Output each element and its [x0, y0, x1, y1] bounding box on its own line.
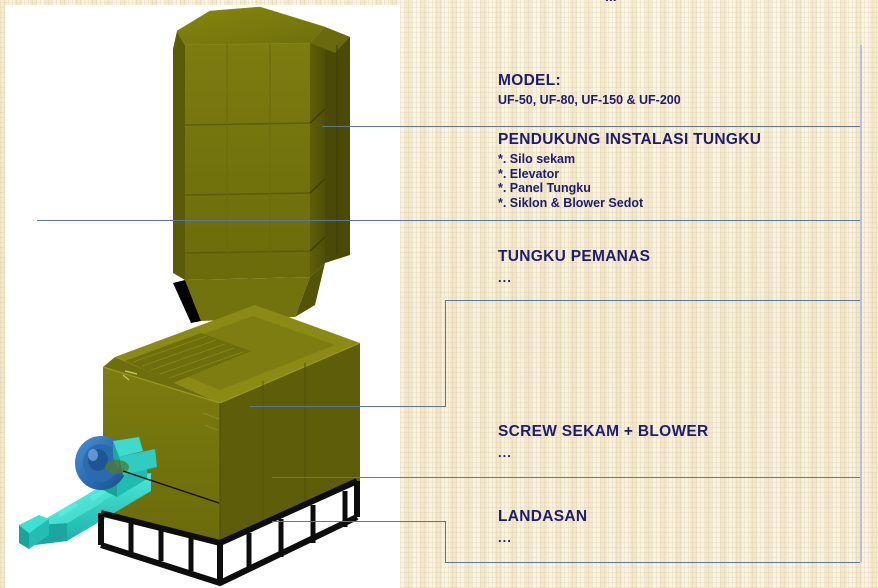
screw-conveyor-and-blower: [19, 436, 157, 549]
section-screw-sekam-blower-title: SCREW SEKAM + BLOWER: [498, 423, 709, 440]
section-model: MODEL: UF-50, UF-80, UF-150 & UF-200: [498, 72, 681, 108]
leader-tungku-pemanas: [37, 220, 860, 221]
section-pendukung-title: PENDUKUNG INSTALASI TUNGKU: [498, 131, 762, 148]
leader-screw-sekam-top: [445, 300, 860, 301]
section-pendukung: PENDUKUNG INSTALASI TUNGKU *. Silo sekam…: [498, 131, 761, 210]
furnace-body: [102, 305, 361, 545]
section-tungku-pemanas-title: TUNGKU PEMANAS: [498, 248, 651, 265]
drawing-canvas: [5, 5, 400, 588]
section-landasan-title: LANDASAN: [498, 508, 588, 525]
section-landasan: LANDASAN ...: [498, 508, 588, 545]
label-panel: ... MODEL: UF-50, UF-80, UF-150 & UF-200…: [400, 0, 878, 588]
leader-pendukung: [322, 126, 860, 127]
bullet-siklon-blower-sedot: *. Siklon & Blower Sedot: [498, 195, 644, 210]
section-tungku-pemanas: TUNGKU PEMANAS ...: [498, 248, 651, 285]
panel-right-edge-lower: [860, 300, 862, 562]
bullet-panel-tungku: *. Panel Tungku: [498, 181, 591, 195]
leader-landasan-divider: [272, 477, 860, 478]
section-screw-sekam-blower: SCREW SEKAM + BLOWER ...: [498, 423, 709, 460]
section-model-title: MODEL:: [498, 72, 561, 89]
bullet-silo-sekam: *. Silo sekam: [498, 152, 576, 166]
section-tungku-pemanas-dots: ...: [498, 270, 512, 285]
section-model-subtitle: UF-50, UF-80, UF-150 & UF-200: [498, 93, 681, 107]
section-pendukung-bullets: *. Silo sekam *. Elevator *. Panel Tungk…: [498, 152, 761, 210]
pointer-wire: [122, 470, 220, 504]
furnace-assembly-illustration: [19, 6, 361, 587]
leader-landasan-vertical: [445, 521, 446, 563]
section-screw-sekam-blower-dots: ...: [498, 445, 512, 460]
section-landasan-dots: ...: [498, 530, 512, 545]
leader-landasan-bottom: [445, 562, 860, 563]
bullet-elevator: *. Elevator: [498, 166, 560, 181]
panel-right-edge-upper: [860, 45, 862, 345]
leader-screw-sekam-horizontal: [250, 406, 446, 407]
leader-landasan-horizontal: [272, 521, 446, 522]
silo-tower: [173, 6, 350, 323]
leader-screw-sekam-vertical: [445, 300, 446, 407]
top-cutoff-text: ...: [605, 0, 617, 4]
